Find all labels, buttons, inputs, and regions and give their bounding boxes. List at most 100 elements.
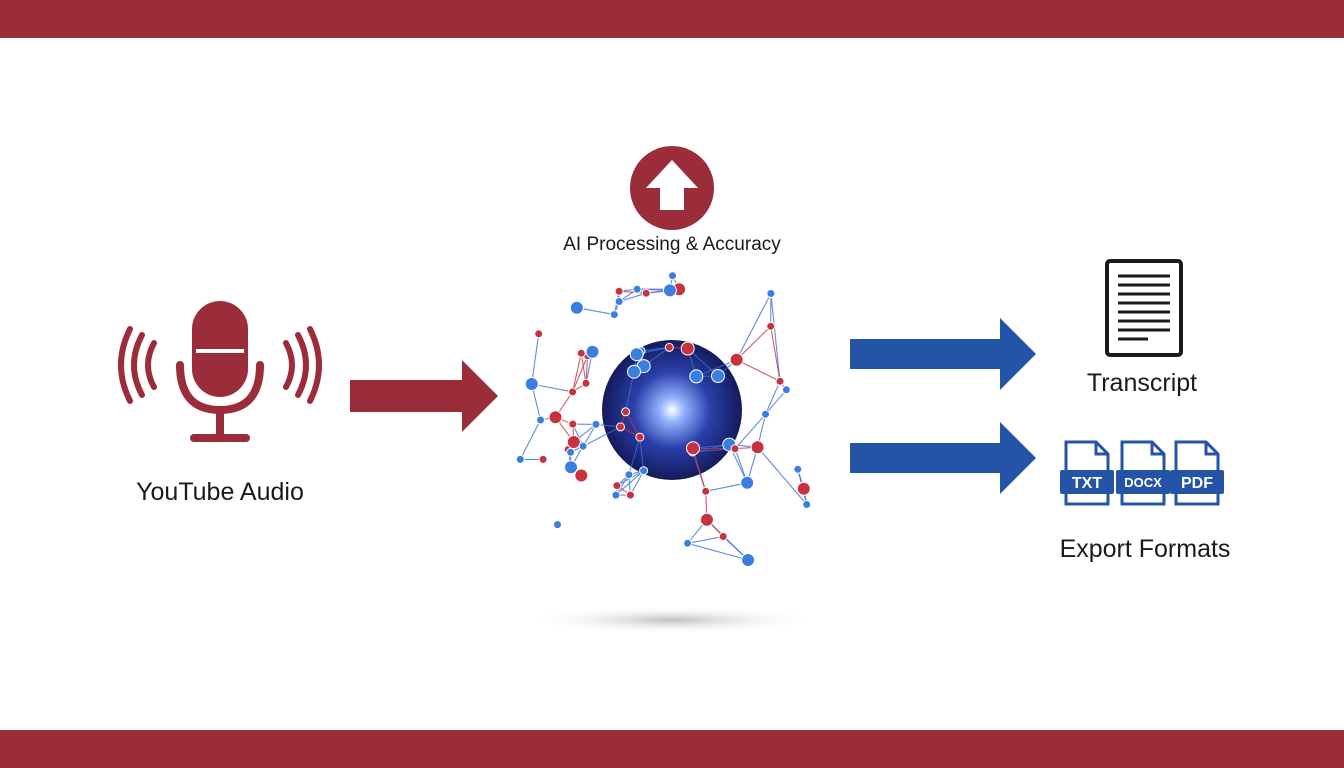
network-link <box>572 353 582 393</box>
network-node <box>614 297 624 306</box>
network-node <box>627 364 641 379</box>
network-node <box>641 288 651 298</box>
network-node <box>796 481 811 496</box>
network-link <box>687 542 749 561</box>
network-node <box>568 419 578 429</box>
network-link <box>639 437 645 471</box>
network-node <box>775 376 785 386</box>
network-node <box>611 490 621 500</box>
network-node <box>569 300 584 315</box>
network-node <box>664 342 674 352</box>
network-node <box>614 286 624 296</box>
network-node <box>612 481 622 491</box>
transcript-label: Transcript <box>1086 369 1198 397</box>
network-link <box>736 359 781 382</box>
network-node <box>629 347 644 362</box>
network-node <box>802 500 812 509</box>
network-node <box>524 377 539 391</box>
file-label-txt: TXT <box>1072 475 1102 492</box>
network-node <box>766 289 776 298</box>
network-node <box>730 444 740 454</box>
network-node <box>553 520 562 530</box>
network-node <box>711 369 725 383</box>
network-link <box>770 326 781 382</box>
network-link <box>615 470 644 496</box>
network-link <box>585 355 589 384</box>
network-link <box>531 333 540 385</box>
network-link <box>625 411 641 438</box>
file-label-pdf: PDF <box>1181 475 1213 492</box>
txt-file-icon: TXT <box>1060 440 1114 506</box>
network-node <box>538 454 548 464</box>
arrow-processing-to-formats <box>850 422 1036 494</box>
network-link <box>519 419 541 460</box>
network-node <box>740 475 755 490</box>
docx-file-icon: DOCX <box>1116 440 1170 506</box>
network-node <box>793 464 803 474</box>
bottom-banner <box>0 730 1344 768</box>
export-formats-label: Export Formats <box>1059 535 1231 563</box>
upload-arrow-icon <box>630 146 714 230</box>
network-node <box>576 348 586 358</box>
network-link <box>734 413 766 450</box>
network-node <box>625 490 635 500</box>
network-node <box>581 378 591 388</box>
network-node <box>729 352 744 367</box>
network-link <box>736 293 772 360</box>
youtube-audio-label: YouTube Audio <box>136 478 304 506</box>
network-node <box>591 419 601 429</box>
network-node <box>741 553 756 567</box>
network-link <box>687 535 724 544</box>
network-node <box>566 435 581 449</box>
top-banner <box>0 0 1344 38</box>
network-node <box>515 454 525 464</box>
network-node <box>689 369 704 384</box>
network-node <box>534 329 544 339</box>
network-link <box>696 359 737 377</box>
network-link <box>628 436 641 475</box>
network-link <box>757 446 808 505</box>
network-node <box>699 512 714 527</box>
network-node <box>621 407 631 417</box>
network-link <box>764 381 781 415</box>
neural-network-sphere <box>515 271 822 634</box>
network-link <box>619 290 647 294</box>
microphone-icon <box>118 301 322 442</box>
network-link <box>629 470 645 496</box>
network-link <box>582 426 621 447</box>
network-node <box>564 460 578 475</box>
network-node <box>635 432 645 442</box>
network-node <box>548 410 563 425</box>
network-node <box>566 447 576 457</box>
network-node <box>536 415 545 425</box>
arrow-processing-to-transcript <box>850 318 1036 390</box>
network-node <box>781 385 791 395</box>
network-node <box>750 440 765 455</box>
network-node <box>662 283 677 298</box>
pdf-file-icon: PDF <box>1170 440 1224 506</box>
network-link <box>618 292 647 303</box>
network-node <box>639 466 649 476</box>
network-node <box>624 470 634 480</box>
network-node <box>680 341 695 356</box>
arrow-audio-to-processing <box>350 360 498 432</box>
network-node <box>766 321 776 331</box>
network-node <box>761 409 770 419</box>
network-node <box>574 468 589 483</box>
network-link <box>580 353 587 384</box>
network-node <box>683 538 693 548</box>
network-link <box>705 482 748 492</box>
network-link <box>765 389 787 415</box>
network-node <box>585 344 600 359</box>
file-label-docx: DOCX <box>1124 475 1162 490</box>
network-node <box>718 532 728 541</box>
file-format-icons: TXT DOCX PDF <box>1060 440 1224 506</box>
network-node <box>668 271 677 281</box>
network-node <box>609 310 619 320</box>
document-icon <box>1105 259 1183 357</box>
network-node <box>632 284 642 294</box>
network-link <box>572 355 589 393</box>
network-node <box>568 387 578 397</box>
network-node <box>686 441 700 456</box>
network-node <box>701 486 711 496</box>
